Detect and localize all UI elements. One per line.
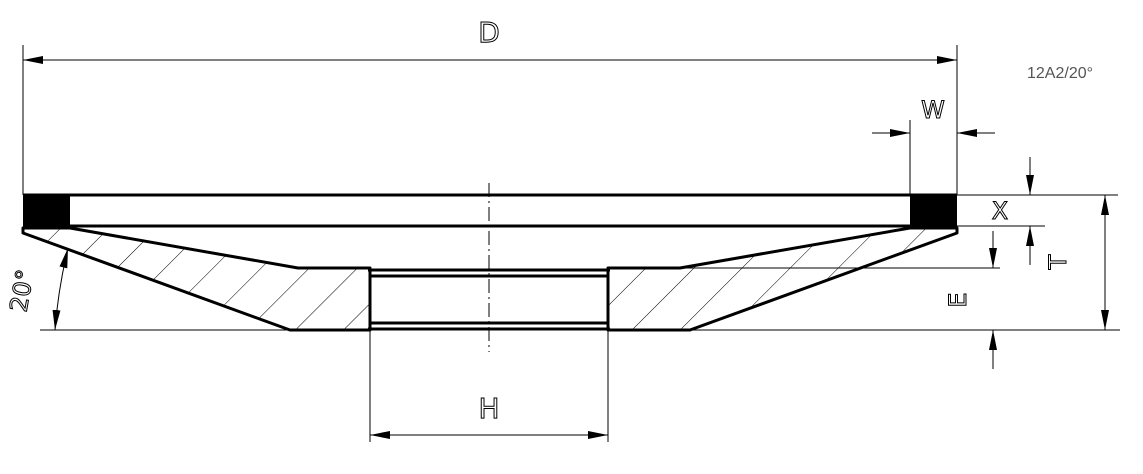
dimension-E: E bbox=[944, 231, 997, 369]
extension-lines bbox=[22, 45, 1120, 442]
dimension-H: H bbox=[370, 392, 608, 439]
right-body-section bbox=[606, 226, 959, 332]
rim bbox=[23, 193, 957, 228]
label-H: H bbox=[478, 392, 499, 425]
label-angle: 20° bbox=[5, 267, 40, 314]
label-X: X bbox=[992, 197, 1008, 225]
left-body-section bbox=[21, 226, 372, 332]
dimension-angle: 20° bbox=[4, 247, 69, 331]
left-abrasive-layer bbox=[23, 195, 70, 226]
dimension-W: W bbox=[872, 96, 995, 137]
bore bbox=[368, 268, 610, 331]
dimension-T: T bbox=[1044, 195, 1109, 330]
label-W: W bbox=[921, 96, 945, 124]
label-T: T bbox=[1044, 254, 1072, 270]
label-D: D bbox=[478, 16, 500, 49]
wheel-type-code: 12A2/20° bbox=[1027, 65, 1093, 82]
dimension-D: D bbox=[23, 16, 957, 64]
label-E: E bbox=[944, 292, 972, 307]
dimension-X: X bbox=[991, 157, 1034, 265]
right-abrasive-layer bbox=[910, 195, 957, 226]
